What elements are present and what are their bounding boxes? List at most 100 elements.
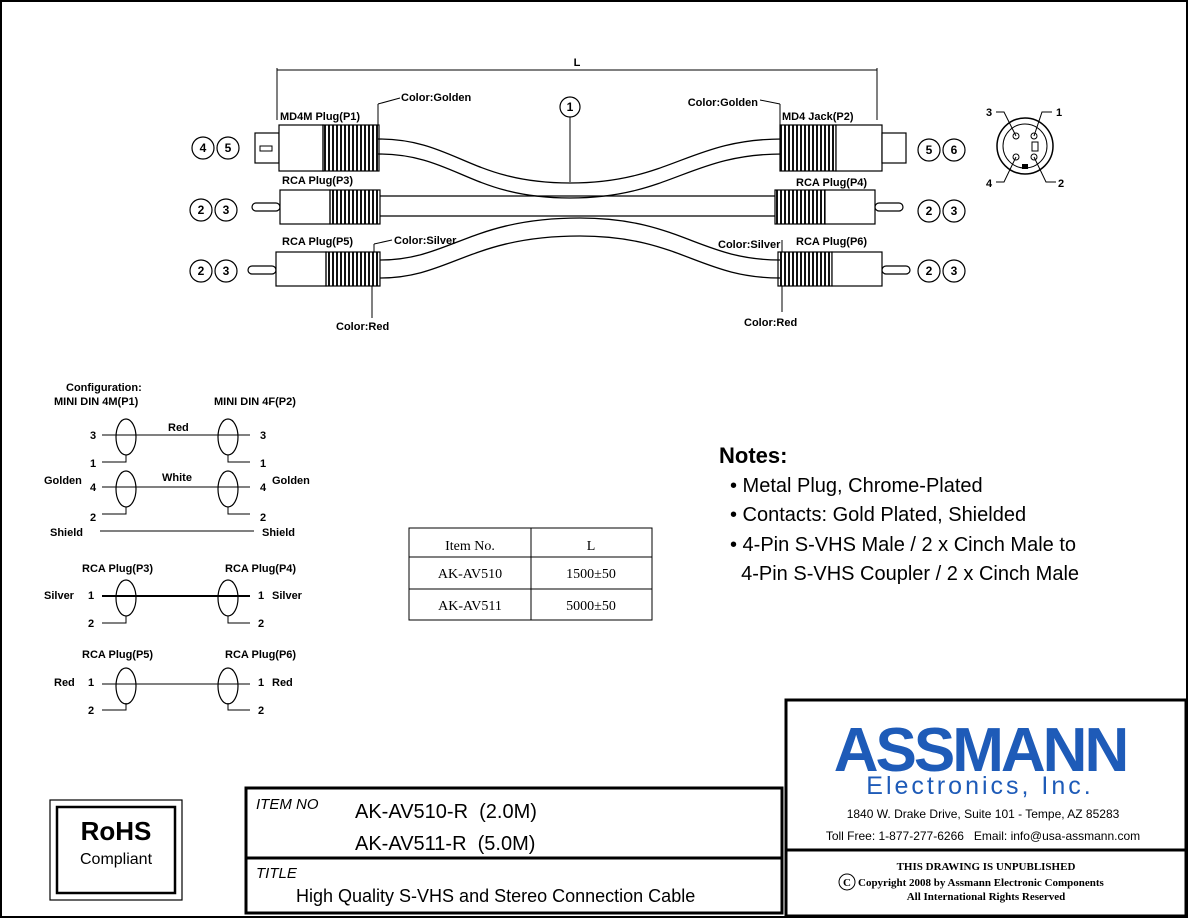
svg-text:4: 4 — [260, 482, 267, 494]
svg-text:Golden: Golden — [272, 475, 310, 487]
svg-text:1: 1 — [90, 458, 96, 470]
connector-p1: MD4M Plug(P1) Color:Golden — [254, 92, 472, 172]
note-item: • 4-Pin S-VHS Male / 2 x Cinch Male to — [730, 534, 1076, 556]
p1-color: Color:Golden — [401, 92, 472, 104]
table-header-item: Item No. — [445, 539, 495, 554]
p6-callouts: 2 3 — [917, 259, 966, 283]
table-cell: 1500±50 — [566, 567, 616, 582]
company-subtitle: Electronics, Inc. — [866, 772, 1093, 800]
company-contact: Toll Free: 1-877-277-6266 Email: info@us… — [826, 829, 1140, 843]
p6-label: RCA Plug(P6) — [796, 236, 867, 248]
p1-label: MD4M Plug(P1) — [280, 111, 360, 123]
table-cell: AK-AV510 — [438, 567, 502, 582]
svg-text:1: 1 — [258, 590, 264, 602]
title-block: ITEM NO AK-AV510-R (2.0M) AK-AV511-R (5.… — [244, 786, 784, 915]
p5-label: RCA Plug(P5) — [282, 236, 353, 248]
svg-text:RCA Plug(P5): RCA Plug(P5) — [82, 649, 153, 661]
config-left-title: MINI DIN 4M(P1) — [54, 396, 139, 408]
notes-title: Notes: — [719, 443, 787, 468]
connector-p4: RCA Plug(P4) — [774, 177, 904, 225]
svg-text:6: 6 — [951, 143, 958, 157]
svg-text:5: 5 — [225, 141, 232, 155]
connector-p2: MD4 Jack(P2) Color:Golden — [688, 97, 907, 172]
p4-label: RCA Plug(P4) — [796, 177, 867, 189]
dimension-l: L — [276, 57, 878, 120]
item-no-2: AK-AV511-R (5.0M) — [355, 833, 535, 855]
note-item: 4-Pin S-VHS Coupler / 2 x Cinch Male — [730, 563, 1079, 585]
company-address: 1840 W. Drake Drive, Suite 101 - Tempe, … — [847, 807, 1120, 821]
p1-callouts: 4 5 — [191, 136, 240, 160]
svg-text:2: 2 — [90, 512, 96, 524]
p3-label: RCA Plug(P3) — [282, 175, 353, 187]
connector-p5: RCA Plug(P5) Color:Silver Color:Red — [247, 235, 457, 333]
svg-text:2: 2 — [258, 618, 264, 630]
svg-text:1: 1 — [567, 100, 574, 114]
copyright-line: Copyright 2008 by Assmann Electronic Com… — [858, 877, 1105, 889]
rohs-badge: RoHS Compliant — [49, 799, 183, 901]
svg-text:3: 3 — [223, 203, 230, 217]
configuration-rca-p3-p4: RCA Plug(P3) RCA Plug(P4) 1 2 1 2 Silver… — [44, 563, 303, 630]
svg-text:3: 3 — [260, 430, 266, 442]
title-label: TITLE — [256, 865, 298, 882]
cable-callout: 1 — [559, 96, 581, 182]
svg-text:2: 2 — [198, 264, 205, 278]
item-no-1: AK-AV510-R (2.0M) — [355, 801, 537, 823]
configuration-rca-p5-p6: RCA Plug(P5) RCA Plug(P6) 1 2 1 2 Red Re… — [54, 649, 296, 717]
p5-callouts: 2 3 — [189, 259, 238, 283]
svg-text:Compliant: Compliant — [80, 851, 153, 868]
svg-text:4: 4 — [200, 141, 207, 155]
svg-text:RCA Plug(P3): RCA Plug(P3) — [82, 563, 153, 575]
svg-text:1: 1 — [1056, 107, 1062, 119]
p5-color: Color:Silver — [394, 235, 457, 247]
note-item: • Metal Plug, Chrome-Plated — [730, 475, 983, 497]
p4-callouts: 2 3 — [917, 199, 966, 223]
svg-text:Shield: Shield — [50, 527, 83, 539]
svg-text:2: 2 — [198, 203, 205, 217]
config-right-title: MINI DIN 4F(P2) — [214, 396, 296, 408]
dimension-l-label: L — [574, 57, 581, 69]
company-block: ASSMANN Electronics, Inc. 1840 W. Drake … — [784, 698, 1188, 918]
table-header-l: L — [587, 539, 596, 554]
svg-text:Silver: Silver — [272, 590, 303, 602]
svg-text:Golden: Golden — [44, 475, 82, 487]
svg-text:Red: Red — [272, 677, 293, 689]
svg-text:RCA Plug(P4): RCA Plug(P4) — [225, 563, 296, 575]
item-table: Item No. L AK-AV510 1500±50 AK-AV511 500… — [408, 527, 653, 621]
svg-text:White: White — [162, 472, 192, 484]
svg-text:4: 4 — [986, 178, 993, 190]
svg-text:2: 2 — [88, 705, 94, 717]
note-item: • Contacts: Gold Plated, Shielded — [730, 504, 1026, 526]
svg-text:C: C — [843, 877, 851, 889]
svg-text:1: 1 — [88, 677, 94, 689]
table-cell: AK-AV511 — [438, 599, 502, 614]
company-logo: ASSMANN — [834, 716, 1126, 785]
svg-text:2: 2 — [1058, 178, 1064, 190]
svg-text:2: 2 — [260, 512, 266, 524]
p6-color: Color:Silver — [718, 239, 781, 251]
svg-text:5: 5 — [926, 143, 933, 157]
cable-title: High Quality S-VHS and Stereo Connection… — [296, 886, 695, 906]
svg-text:1: 1 — [260, 458, 266, 470]
svg-text:3: 3 — [223, 264, 230, 278]
svg-text:2: 2 — [926, 204, 933, 218]
config-title: Configuration: — [66, 382, 142, 394]
svg-text:2: 2 — [88, 618, 94, 630]
svg-text:2: 2 — [926, 264, 933, 278]
svg-text:3: 3 — [986, 107, 992, 119]
svg-text:1: 1 — [258, 677, 264, 689]
svg-text:Shield: Shield — [262, 527, 295, 539]
cables — [377, 138, 783, 279]
p2-callouts: 5 6 — [917, 138, 966, 162]
svg-text:Silver: Silver — [44, 590, 75, 602]
svg-text:RCA Plug(P6): RCA Plug(P6) — [225, 649, 296, 661]
p2-label: MD4 Jack(P2) — [782, 111, 854, 123]
svg-text:1: 1 — [88, 590, 94, 602]
svg-text:RoHS: RoHS — [81, 816, 152, 846]
mini-din-pinout: 3 1 4 2 — [986, 107, 1064, 190]
item-no-label: ITEM NO — [256, 796, 319, 813]
table-cell: 5000±50 — [566, 599, 616, 614]
rights-line: All International Rights Reserved — [907, 891, 1066, 903]
configuration-din: Configuration: MINI DIN 4M(P1) MINI DIN … — [44, 382, 310, 539]
svg-text:3: 3 — [951, 204, 958, 218]
